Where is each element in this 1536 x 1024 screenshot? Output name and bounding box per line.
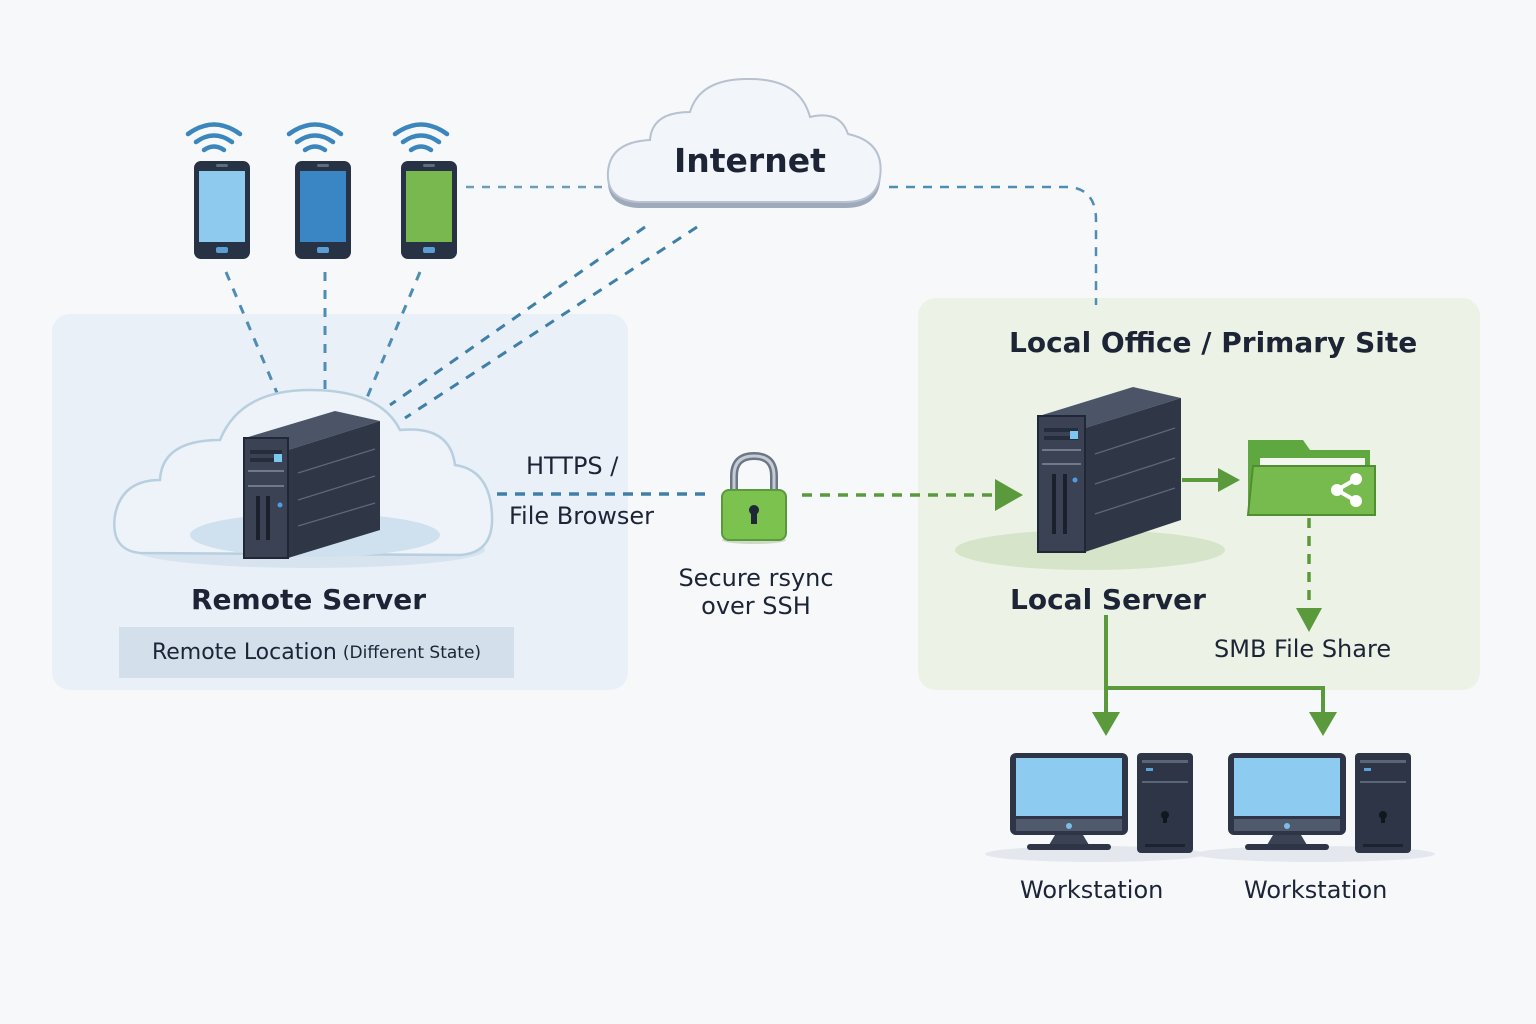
rsync-arrowhead: [995, 479, 1023, 511]
smb-share-label: SMB File Share: [1214, 635, 1392, 663]
workstation-1[interactable]: [1010, 753, 1193, 853]
local-server-icon[interactable]: [1035, 384, 1185, 556]
phone-screen: [406, 171, 452, 242]
remote-server-label: Remote Server: [191, 583, 427, 616]
workstations-group: [985, 753, 1435, 862]
workstation-2[interactable]: [1228, 753, 1411, 853]
rsync-label: Secure rsync over SSH: [678, 564, 834, 620]
desktop-computer-icon: [1228, 753, 1411, 853]
smartphone-3[interactable]: [392, 122, 457, 260]
link-internet-local: [889, 185, 1098, 305]
phone-screen: [300, 171, 346, 242]
ws1-arrowhead: [1092, 712, 1120, 736]
link-phone1-remote: [224, 271, 282, 401]
workstation-1-label: Workstation: [1020, 876, 1164, 904]
mobile-devices: [185, 122, 457, 260]
remote-location-label: Remote Location: [151, 640, 337, 665]
padlock-icon: [721, 452, 787, 544]
share-icon: [1331, 473, 1362, 507]
smb-arrowhead: [1296, 608, 1322, 632]
internet-label: Internet: [674, 141, 826, 180]
wifi-icon: [392, 122, 450, 153]
ws2-arrowhead: [1309, 712, 1337, 736]
link-internet-remote-b: [404, 225, 698, 420]
internet-cloud-icon[interactable]: [600, 78, 890, 218]
local-site-title: Local Office / Primary Site: [1009, 326, 1418, 359]
smartphone-icon: [295, 161, 351, 259]
shared-folder-icon[interactable]: [1245, 436, 1380, 518]
link-internet-remote-a: [389, 225, 646, 407]
wifi-icon: [185, 122, 243, 153]
wifi-icon: [286, 122, 344, 153]
phone-screen: [199, 171, 245, 242]
local-server-label: Local Server: [1010, 583, 1206, 616]
remote-server-icon[interactable]: [240, 408, 385, 563]
remote-location-note: (Different State): [342, 642, 482, 663]
smartphone-icon: [401, 161, 457, 259]
https-label: HTTPS /: [526, 452, 619, 480]
workstation-2-label: Workstation: [1244, 876, 1388, 904]
link-phone3-remote: [364, 271, 422, 401]
smartphone-1[interactable]: [185, 122, 250, 260]
desktop-computer-icon: [1010, 753, 1193, 853]
rsync-label-line1: Secure rsync: [678, 564, 834, 592]
link-server-workstations: [1104, 615, 1325, 714]
rsync-label-line2: over SSH: [701, 592, 811, 620]
smartphone-2[interactable]: [286, 122, 351, 260]
share-arrowhead: [1218, 468, 1240, 492]
remote-location-badge: Remote Location (Different State): [119, 627, 514, 678]
smartphone-icon: [194, 161, 250, 259]
file-browser-label: File Browser: [509, 502, 655, 530]
